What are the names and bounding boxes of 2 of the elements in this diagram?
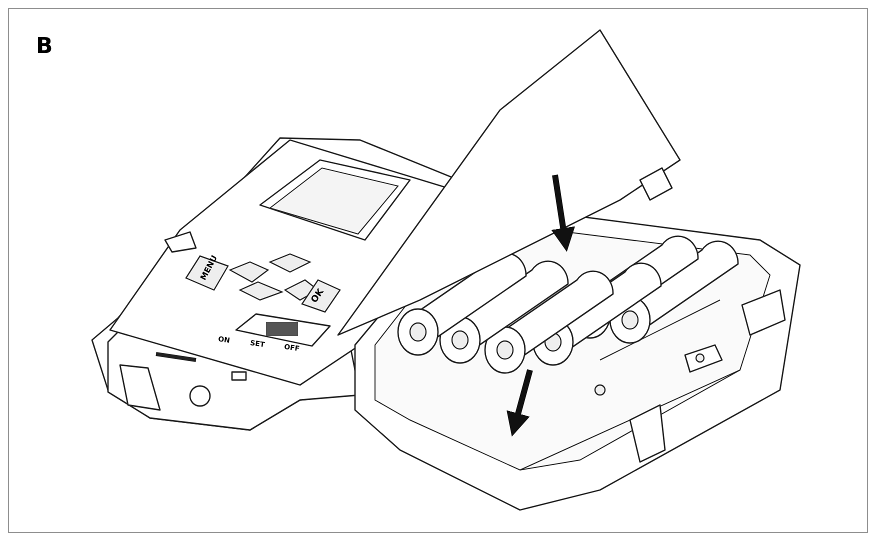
panel-letter: B — [36, 33, 53, 61]
button-label: OK — [310, 288, 326, 306]
